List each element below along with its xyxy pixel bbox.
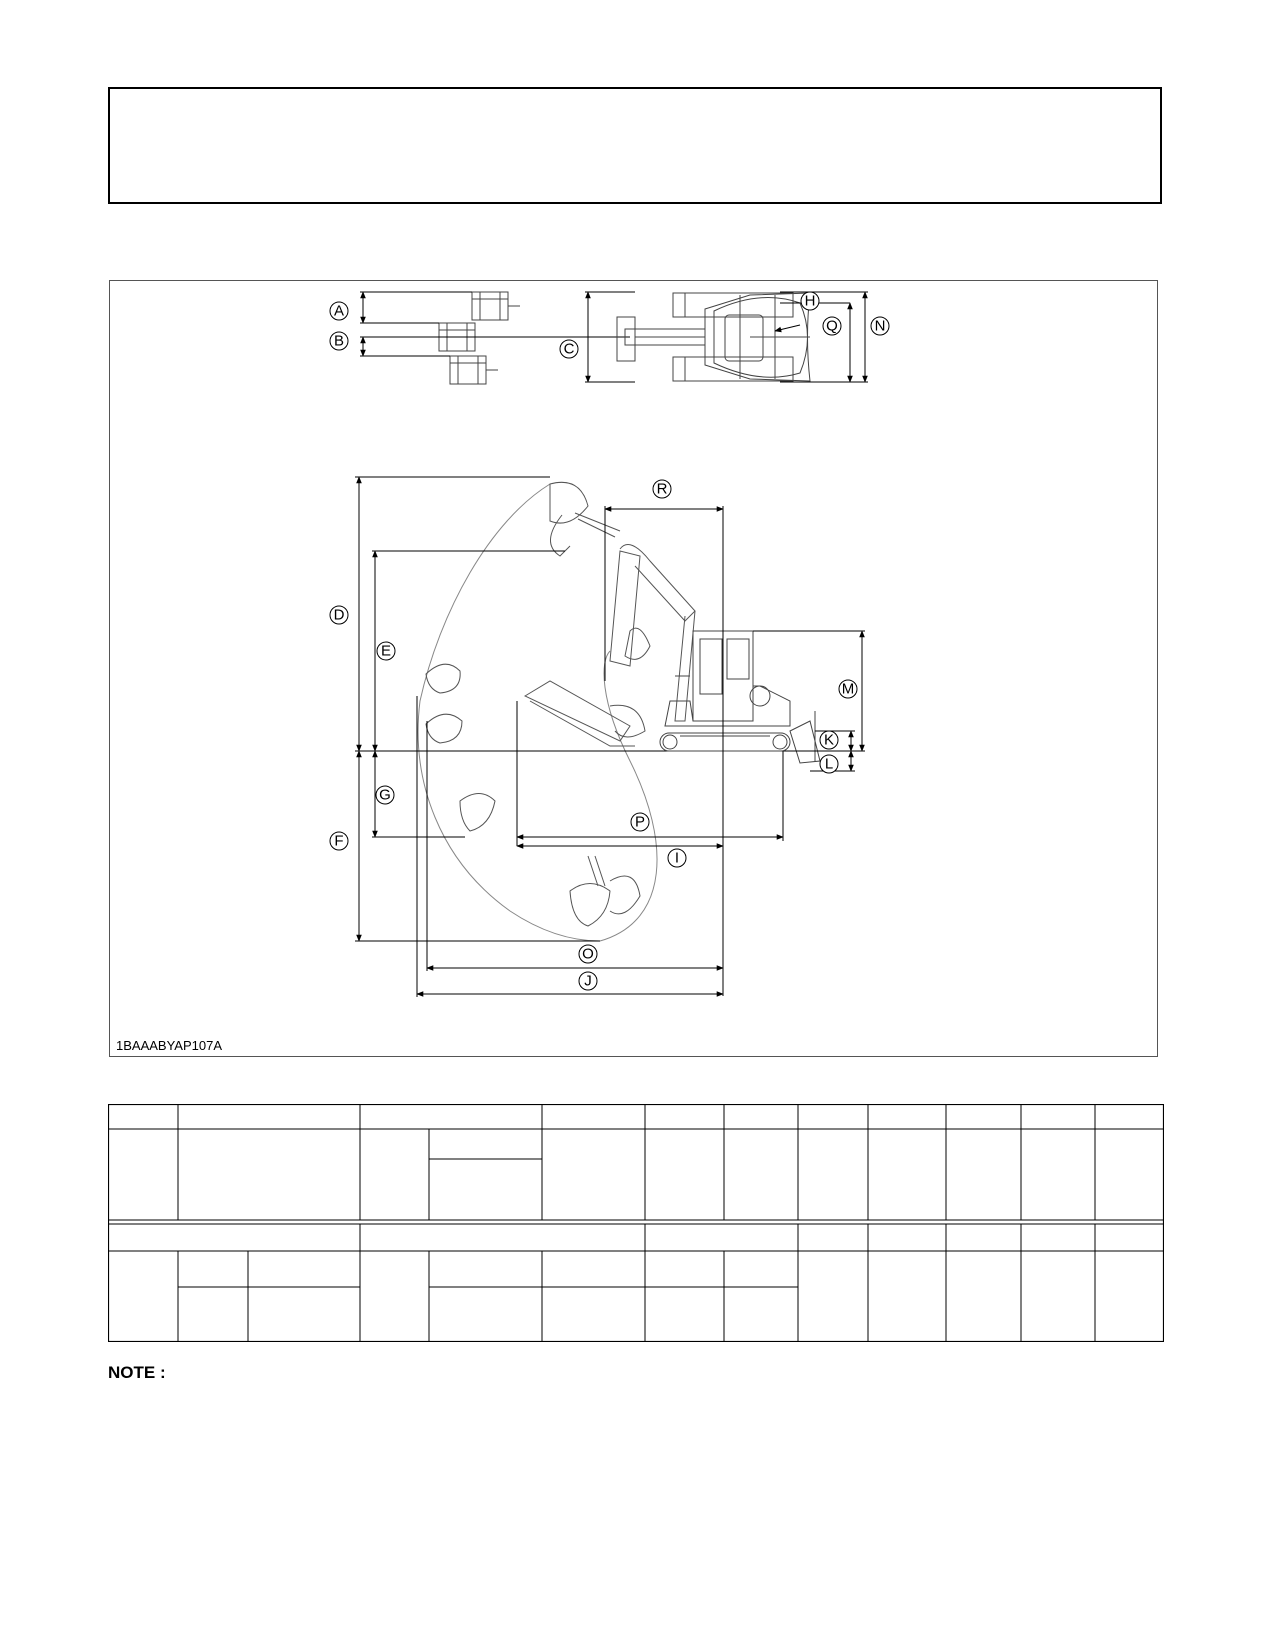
excavator-body [659, 630, 821, 764]
label-l: L [819, 754, 839, 774]
label-j: J [578, 971, 598, 991]
top-view [360, 291, 811, 385]
spec-table [108, 1104, 1164, 1342]
svg-text:B: B [334, 333, 344, 350]
title-box [108, 87, 1162, 204]
label-r: R [652, 479, 672, 499]
top-view-dimensions [360, 291, 868, 383]
label-h: H [800, 291, 820, 311]
label-m: M [838, 679, 858, 699]
svg-text:O: O [582, 946, 594, 963]
svg-text:L: L [825, 756, 833, 773]
label-k: K [819, 730, 839, 750]
reach-envelope [417, 483, 658, 942]
svg-text:H: H [805, 293, 816, 310]
figure-code: 1BAAABYAP107A [116, 1038, 222, 1053]
dimension-labels: A B C H Q N R D E M K L G P F I O J [329, 291, 890, 991]
svg-text:D: D [334, 607, 345, 624]
svg-text:M: M [842, 681, 855, 698]
arm-positions [425, 481, 696, 927]
label-i: I [667, 848, 687, 868]
label-o: O [578, 944, 598, 964]
svg-text:I: I [675, 850, 679, 867]
svg-text:F: F [334, 833, 343, 850]
dimension-figure: A B C H Q N R D E M K L G P F I O J 1BAA… [109, 280, 1158, 1057]
label-e: E [376, 641, 396, 661]
note-label: NOTE : [108, 1363, 166, 1382]
svg-text:K: K [824, 732, 834, 749]
bucket-right-offset [449, 355, 498, 385]
svg-text:C: C [564, 341, 575, 358]
label-n: N [870, 316, 890, 336]
svg-text:J: J [584, 973, 592, 990]
label-f: F [329, 831, 349, 851]
label-d: D [329, 605, 349, 625]
svg-text:Q: Q [826, 318, 838, 335]
label-q: Q [822, 316, 842, 336]
bucket-left-offset [471, 291, 520, 321]
label-b: B [329, 331, 349, 351]
label-g: G [375, 785, 395, 805]
svg-text:G: G [379, 787, 391, 804]
svg-text:P: P [635, 814, 645, 831]
svg-text:A: A [334, 303, 344, 320]
label-a: A [329, 301, 349, 321]
svg-text:N: N [875, 318, 886, 335]
label-p: P [630, 812, 650, 832]
svg-text:R: R [657, 481, 668, 498]
label-c: C [559, 339, 579, 359]
svg-text:E: E [381, 643, 391, 660]
side-view-dimensions [355, 476, 865, 997]
